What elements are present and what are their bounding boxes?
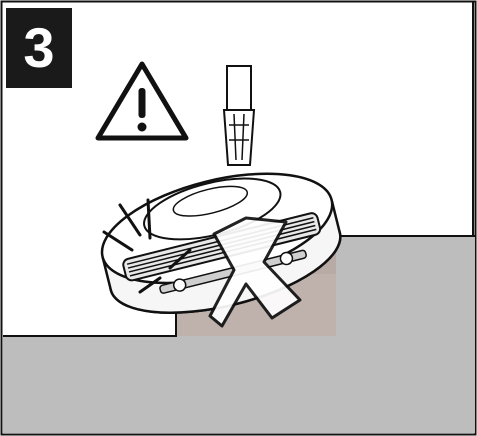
step-number-badge: 3	[6, 8, 72, 88]
warning-triangle-icon	[95, 61, 189, 141]
upper-step	[330, 236, 475, 336]
pole-handle	[222, 65, 256, 166]
impact-burst-icon	[102, 198, 192, 294]
floor-edge-line	[3, 310, 177, 337]
cross-x-icon	[208, 216, 302, 328]
lower-floor	[3, 336, 475, 433]
